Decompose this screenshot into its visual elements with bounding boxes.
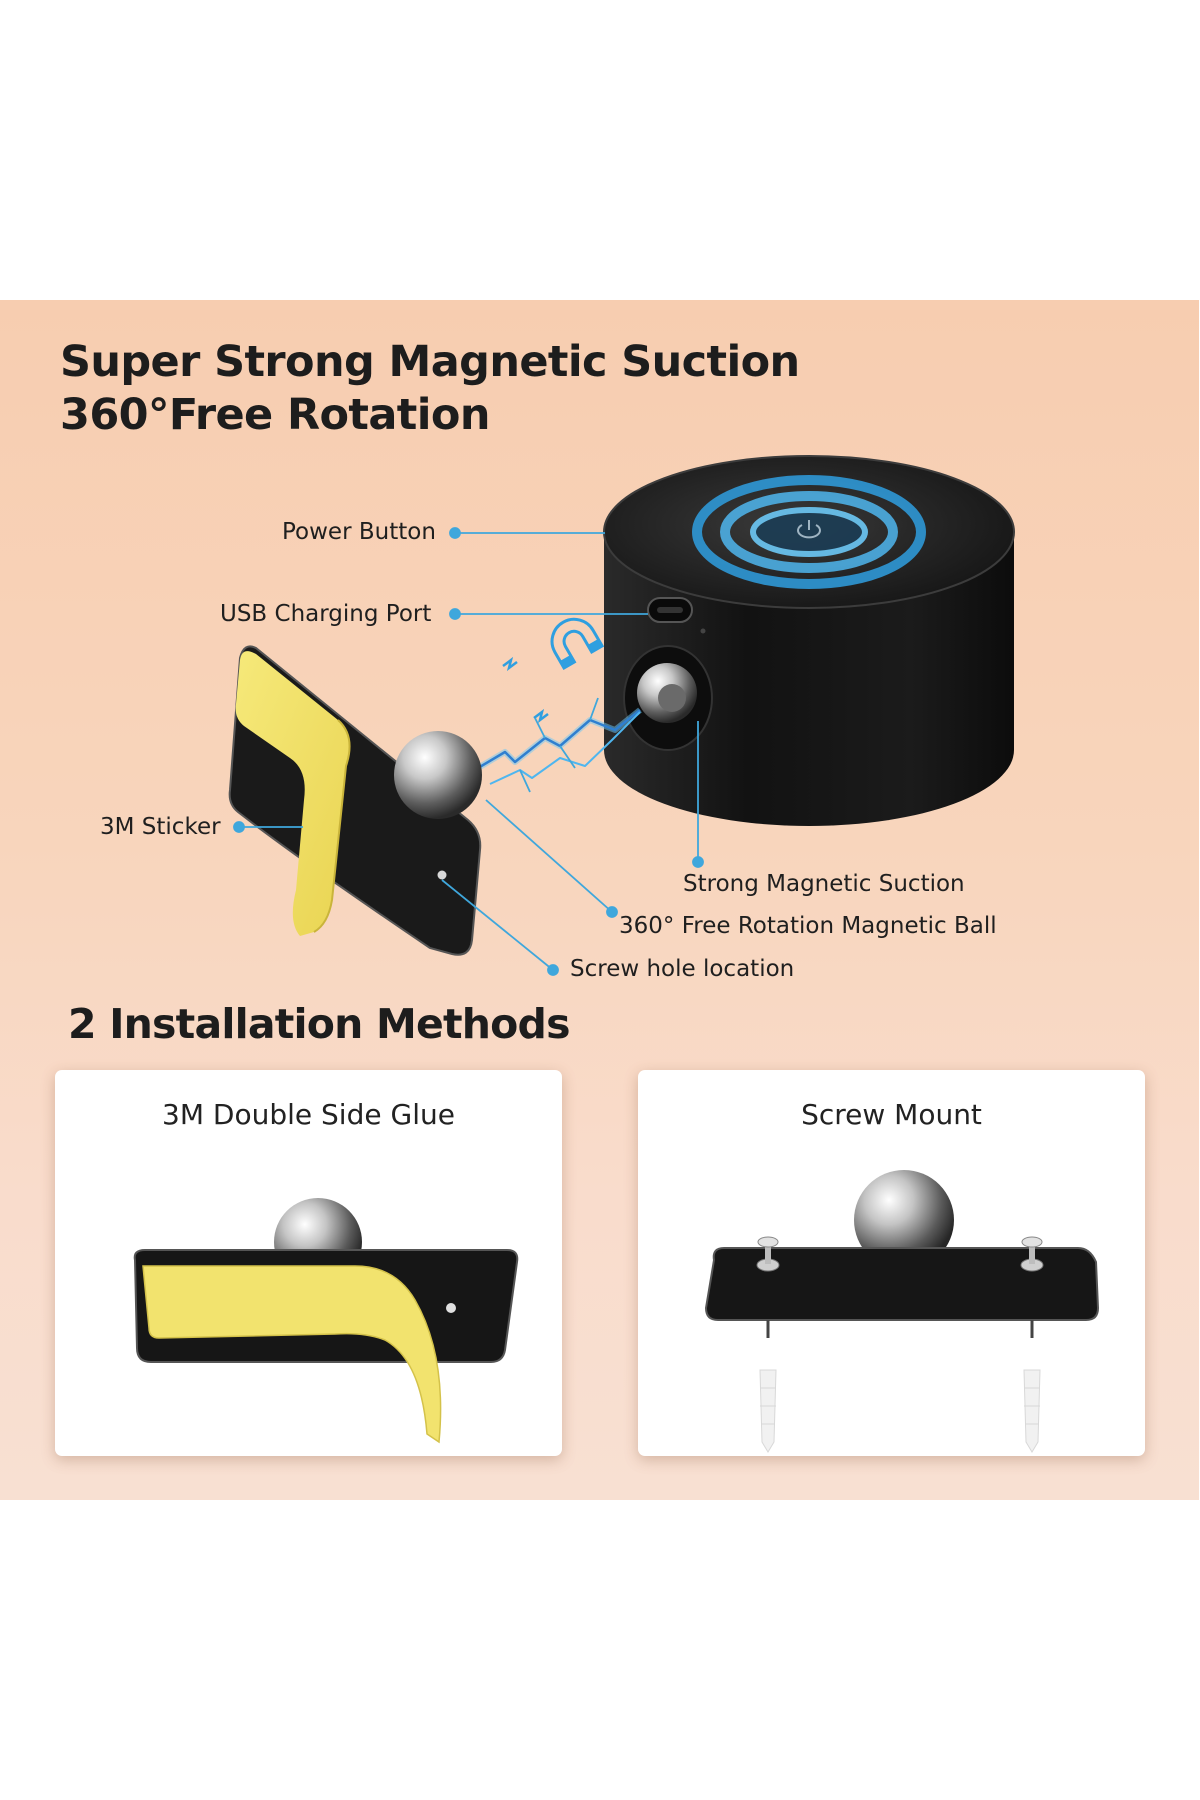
callout-power-button: Power Button [282,519,436,545]
callout-magnetic-ball: 360° Free Rotation Magnetic Ball [619,913,997,939]
power-button-glow [692,475,926,589]
glue-card-sticker [142,1265,442,1444]
magnetic-ball [394,731,482,819]
spark-icon-left [502,656,518,672]
feature-headline: Super Strong Magnetic Suction 360°Free R… [60,336,800,442]
screw-right [1020,1236,1044,1338]
screw-hole [437,870,447,880]
screw-card-ball [854,1170,954,1270]
glue-mount-illustration [133,1198,519,1444]
power-icon [797,520,821,539]
device-magnetic-socket [623,645,713,751]
spark-icon-right [533,708,549,724]
callout-lines [233,527,704,976]
wall-anchor-left [759,1369,777,1453]
wall-anchor-right [1023,1369,1041,1453]
install-card-screw: Screw Mount [638,1070,1145,1456]
headline-line-2: 360°Free Rotation [60,390,490,440]
magnetic-lightning [476,697,642,793]
magnet-icon [550,617,605,670]
headline-line-1: Super Strong Magnetic Suction [60,337,800,387]
3m-sticker [235,651,351,936]
glue-card-screw-hole [446,1303,456,1313]
screw-mount-illustration [704,1170,1100,1453]
install-card-glue: 3M Double Side Glue [55,1070,562,1456]
callout-screw-hole: Screw hole location [570,956,795,982]
installation-title: 2 Installation Methods [68,1000,570,1048]
install-card-glue-title: 3M Double Side Glue [162,1098,455,1131]
product-feature-panel: Super Strong Magnetic Suction 360°Free R… [0,300,1200,1500]
screw-card-plate [704,1247,1100,1321]
install-card-screw-title: Screw Mount [801,1098,982,1131]
callout-magnetic-suction: Strong Magnetic Suction [683,871,965,897]
device-body [603,455,1015,826]
callout-sticker: 3M Sticker [100,814,221,840]
callout-usb-port: USB Charging Port [220,601,432,627]
usb-c-port [647,597,706,634]
screw-left [756,1236,780,1338]
product-diagram [228,455,1015,976]
